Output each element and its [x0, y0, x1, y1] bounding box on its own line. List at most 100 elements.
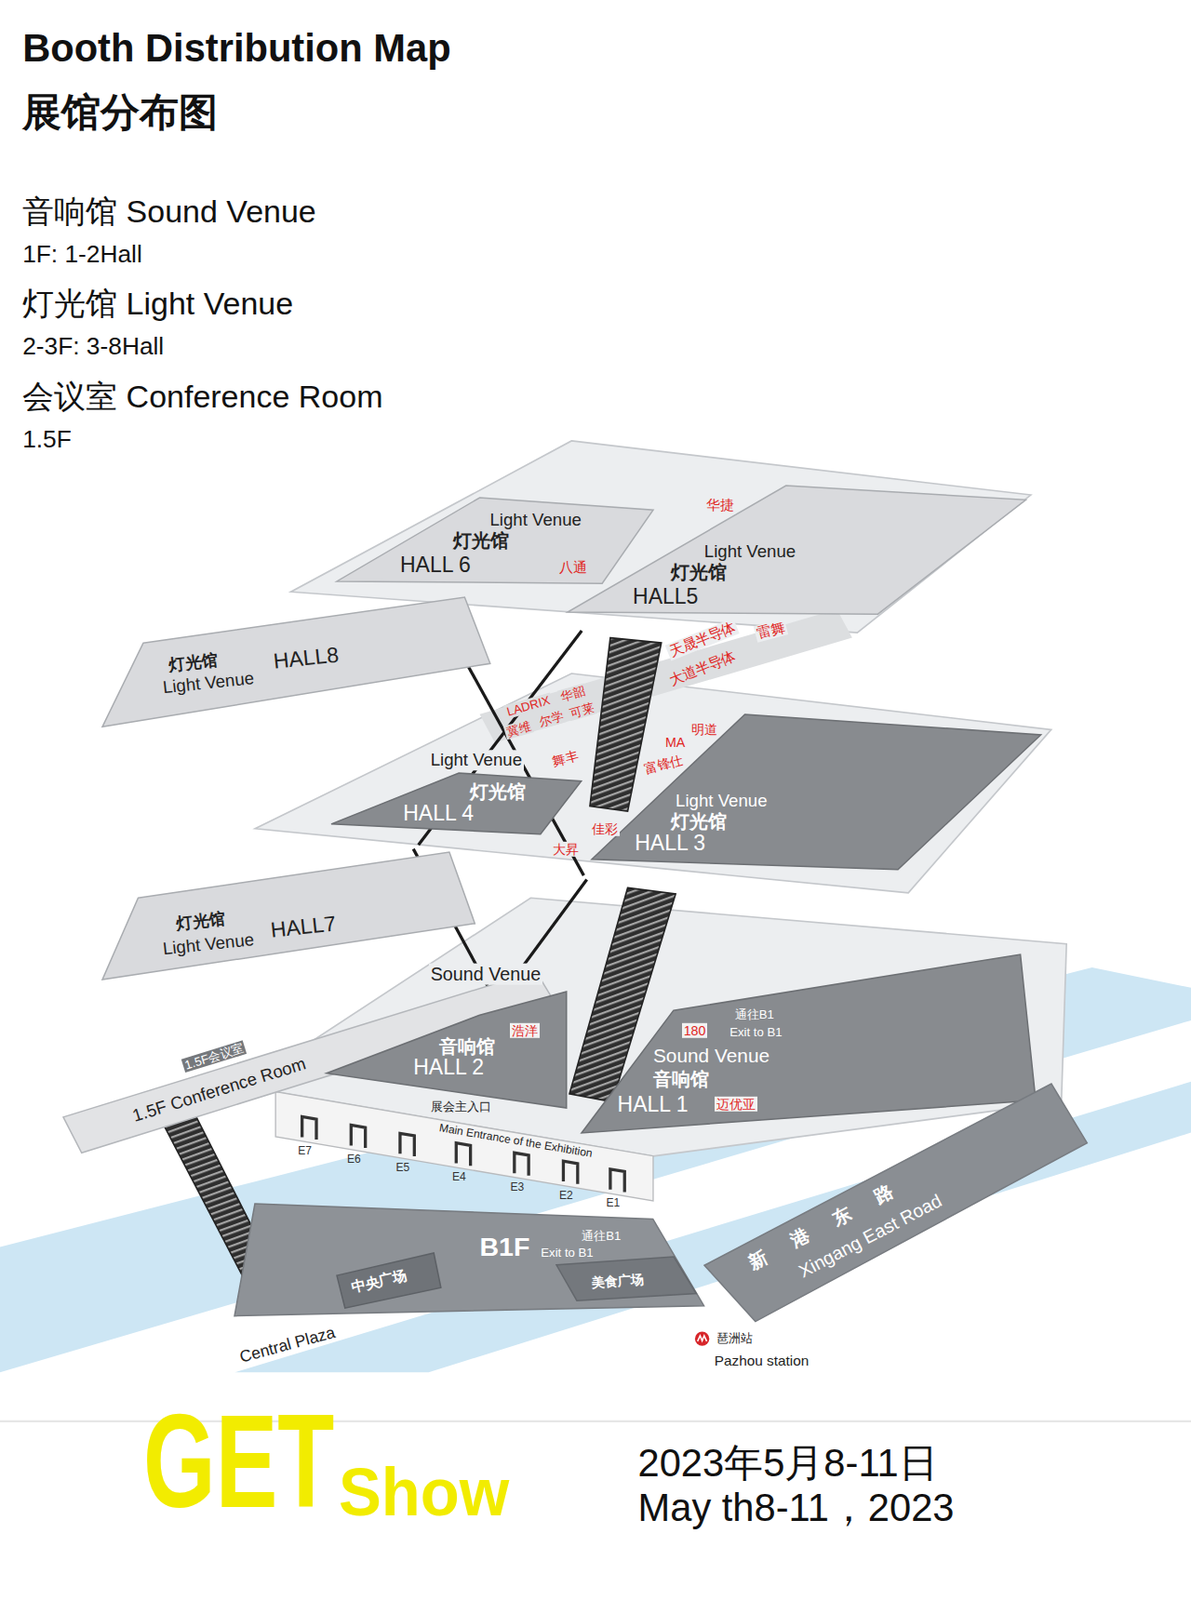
node-text: 灯光馆	[453, 530, 509, 552]
escalator	[589, 638, 662, 812]
plate-shape	[102, 597, 491, 727]
plate-shape	[234, 1204, 705, 1317]
venue-key: 音响馆 Sound Venue	[22, 194, 317, 231]
hall-plate: Sound Venue音响馆HALL 1	[581, 954, 1036, 1134]
node-text: Light Venue	[489, 510, 581, 531]
exhibitor-name: 明道	[689, 722, 720, 737]
plate-shape	[102, 852, 475, 980]
plate-shape	[567, 485, 1026, 615]
node-text: 音响馆	[439, 1036, 496, 1058]
node-text: 美食广场	[591, 1271, 645, 1291]
road-band: 新港东路Xingang East Road	[704, 1083, 1087, 1323]
node-text: Central Plaza	[237, 1323, 337, 1367]
exhibitor-name: 尔学	[535, 708, 567, 730]
plate-shape	[331, 773, 582, 835]
show-date: 2023年5月8-11日	[638, 1441, 938, 1486]
plate-shape	[556, 1257, 696, 1301]
entrance-door	[610, 1169, 625, 1193]
page-title: Booth Distribution Map	[22, 26, 451, 71]
node-text: HALL5	[632, 583, 698, 608]
entrance-label: 展会主入口	[428, 1099, 494, 1114]
entrance-door	[400, 1133, 415, 1157]
node-text: Light Venue	[675, 790, 767, 811]
exhibitor-name: MA	[663, 735, 687, 750]
gate-number: E7	[297, 1145, 312, 1159]
node-text: 音响馆	[653, 1069, 710, 1091]
entrance-door	[302, 1116, 317, 1140]
entrance-label: Main Entrance of the Exhibition	[437, 1122, 593, 1162]
node-text: HALL 3	[634, 830, 706, 856]
station-label: Pazhou station	[714, 1352, 810, 1370]
show-date: May th8-11，2023	[638, 1485, 955, 1531]
plate-shape	[336, 497, 654, 584]
entrance-door	[350, 1124, 365, 1149]
node-text: 灯光馆	[469, 781, 526, 803]
floor-slab	[291, 441, 1031, 633]
entrance-facade	[275, 1092, 654, 1202]
node-text: HALL 1	[617, 1092, 689, 1117]
page-subtitle: 展馆分布图	[22, 90, 218, 135]
node-text: HALL 2	[413, 1055, 484, 1080]
plate-shape	[591, 714, 1042, 870]
gate-number: E2	[559, 1190, 574, 1204]
metro-icon	[695, 1331, 710, 1346]
exhibitor-name: 舞丰	[548, 748, 582, 771]
hall-plate: 灯光馆HALL8Light Venue	[102, 597, 491, 727]
hall-plate: Light Venue灯光馆HALL 3	[591, 714, 1042, 870]
exit-label: 通往B1	[581, 1230, 621, 1245]
venue-floor: 1.5F	[22, 424, 72, 453]
exhibitor-name: 大昇	[550, 841, 581, 857]
station-label: 琶洲站	[716, 1331, 753, 1346]
exhibitor-name: 华捷	[704, 496, 737, 514]
entrance-door	[455, 1143, 470, 1167]
exhibitor-name: 180	[682, 1023, 709, 1039]
node-text: Light Venue	[428, 749, 524, 770]
plate-shape	[704, 1083, 1087, 1323]
exit-label: 通往B1	[735, 1008, 775, 1023]
hall-plate: 灯光馆HALL7Light Venue	[102, 852, 475, 980]
node-text: HALL 6	[400, 551, 471, 576]
food-court-box: 美食广场	[556, 1257, 696, 1301]
exhibitor-name: 八通	[557, 559, 589, 576]
plate-shape	[63, 971, 557, 1153]
floor-slab	[254, 673, 1052, 894]
exhibitor-name: 可莱	[566, 699, 598, 722]
node-text: HALL 4	[402, 801, 474, 826]
venue-key: 灯光馆 Light Venue	[22, 285, 294, 322]
hall-plate: Sound Venue音响馆HALL 2	[326, 991, 567, 1109]
gate-number: E6	[347, 1153, 362, 1167]
node-text: B1F	[480, 1231, 531, 1263]
gate-number: E1	[606, 1197, 621, 1211]
basement-slab: B1F中央广场Central Plaza美食广场	[234, 1204, 705, 1317]
node-text: 灯光馆	[670, 811, 727, 833]
plate-outline	[704, 1083, 1087, 1323]
hall-plate: Light Venue灯光馆HALL 4	[331, 773, 582, 835]
venue-floor: 2-3F: 3-8Hall	[22, 332, 164, 361]
plate-shape	[326, 991, 567, 1109]
node-text: Sound Venue	[428, 963, 544, 986]
metro-icon-mark	[697, 1336, 708, 1342]
exhibitor-name: 华韶	[557, 683, 589, 706]
venue-key: 会议室 Conference Room	[22, 378, 383, 415]
exhibitor-name: 迈优亚	[714, 1097, 758, 1112]
show-logo: Show	[338, 1453, 509, 1531]
exit-label: Exit to B1	[540, 1245, 593, 1260]
plaza-box: 中央广场Central Plaza	[336, 1253, 442, 1367]
node-text: Sound Venue	[653, 1044, 770, 1068]
exhibitor-name: 佳彩	[589, 820, 620, 836]
node-text: Light Venue	[704, 542, 796, 563]
entrance-door	[562, 1161, 577, 1185]
exhibitor-name: 冀维	[503, 718, 535, 740]
hall-plate: Light Venue灯光馆HALL5	[567, 485, 1026, 615]
hall-plate: Light Venue灯光馆HALL 6	[336, 497, 654, 584]
exhibitor-name: 富锋仕	[641, 751, 687, 778]
exhibitor-name: 浩洋	[509, 1023, 540, 1039]
gate-number: E5	[396, 1162, 411, 1176]
gate-number: E3	[509, 1181, 524, 1195]
exhibitor-name: 雷舞	[752, 618, 788, 643]
gate-number: E4	[452, 1171, 467, 1185]
